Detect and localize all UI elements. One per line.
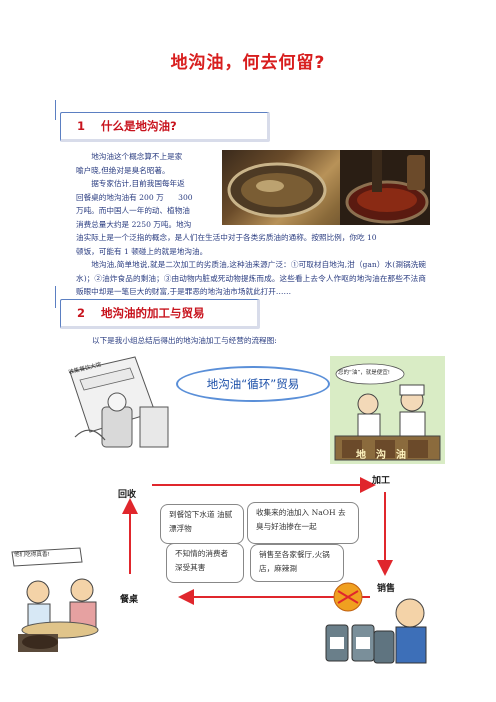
bubble-recycle: 到餐馆下水道 油腻漂浮物	[160, 504, 244, 544]
section-1-text-wide: 油实际上是一个泛指的概念，是人们在生活中对于各类劣质油的通称。按照比例，你吃 1…	[76, 231, 426, 299]
cartoon-banner-text: 地沟油	[356, 450, 416, 461]
cartoon-processing	[330, 356, 445, 464]
section-1-number: 1	[77, 119, 86, 133]
waste-oil-photo	[222, 150, 430, 225]
label-process: 加工	[372, 476, 391, 486]
section-2-number: 2	[77, 306, 86, 320]
section-1-text: 地沟油这个概念算不上是家 喻户晓,但绝对是臭名昭著。 据专家估计,目前我国每年返…	[76, 150, 216, 232]
text-line: 回餐桌的地沟油有 200 万 300	[76, 192, 193, 202]
cycle-title-oval: 地沟油“循环”贸易	[176, 366, 330, 402]
text-line: 地沟油这个概念算不上是家	[91, 152, 183, 161]
section-2-intro: 以下是我小组总结后得出的地沟油加工与经营的流程图:	[92, 336, 277, 345]
cycle-title: 地沟油“循环”贸易	[206, 377, 300, 391]
section-1-paragraph-2: 地沟油,简单地说,就是二次加工的劣质油,这种油来源广泛：①可取材自地沟,泔（ga…	[76, 260, 426, 297]
text-line: 顿饭，可能有 1 顿碰上的就是地沟油。	[76, 246, 208, 256]
page-title: 地沟油，何去何留?	[170, 53, 326, 73]
label-sell: 销售	[377, 584, 396, 594]
text-line: 喻户晓,但绝对是臭名昭著。	[76, 165, 170, 175]
text-line: 据专家估计,目前我国每年返	[91, 179, 185, 189]
cartoon-table	[10, 544, 118, 654]
text-line: 万吨。而中国人一年的动、植物油	[76, 206, 190, 216]
bubble-table: 不知情的消费者深受其害	[166, 543, 244, 583]
section-1-heading: 什么是地沟油?	[101, 119, 177, 133]
text-line: 油实际上是一个泛指的概念，是人们在生活中对于各类劣质油的通称。按照比例，你吃 1…	[76, 233, 377, 242]
bubble-process: 收集来的油加入 NaOH 去臭与好油掺在一起	[247, 502, 359, 544]
bubble-sell: 销售至各家餐厅,火锅店，麻辣涮	[250, 544, 344, 582]
cartoon-left-speech: 他们吃得真香!	[14, 552, 50, 558]
text-line: 消费总量大约是 2250 万吨。地沟	[76, 219, 192, 229]
label-recycle: 回收	[118, 490, 137, 500]
section-1-connector	[55, 100, 56, 120]
section-1-header: 1 什么是地沟油?	[60, 112, 270, 142]
section-2-header: 2 地沟油的加工与贸易	[60, 299, 260, 329]
cartoon-selling	[318, 575, 442, 670]
label-table: 餐桌	[120, 595, 139, 605]
cartoon-speech-text: 您的“油”，就是便宜!	[338, 370, 390, 376]
section-2-connector	[55, 286, 56, 308]
cartoon-collection	[60, 352, 175, 457]
section-2-heading: 地沟油的加工与贸易	[101, 306, 205, 320]
